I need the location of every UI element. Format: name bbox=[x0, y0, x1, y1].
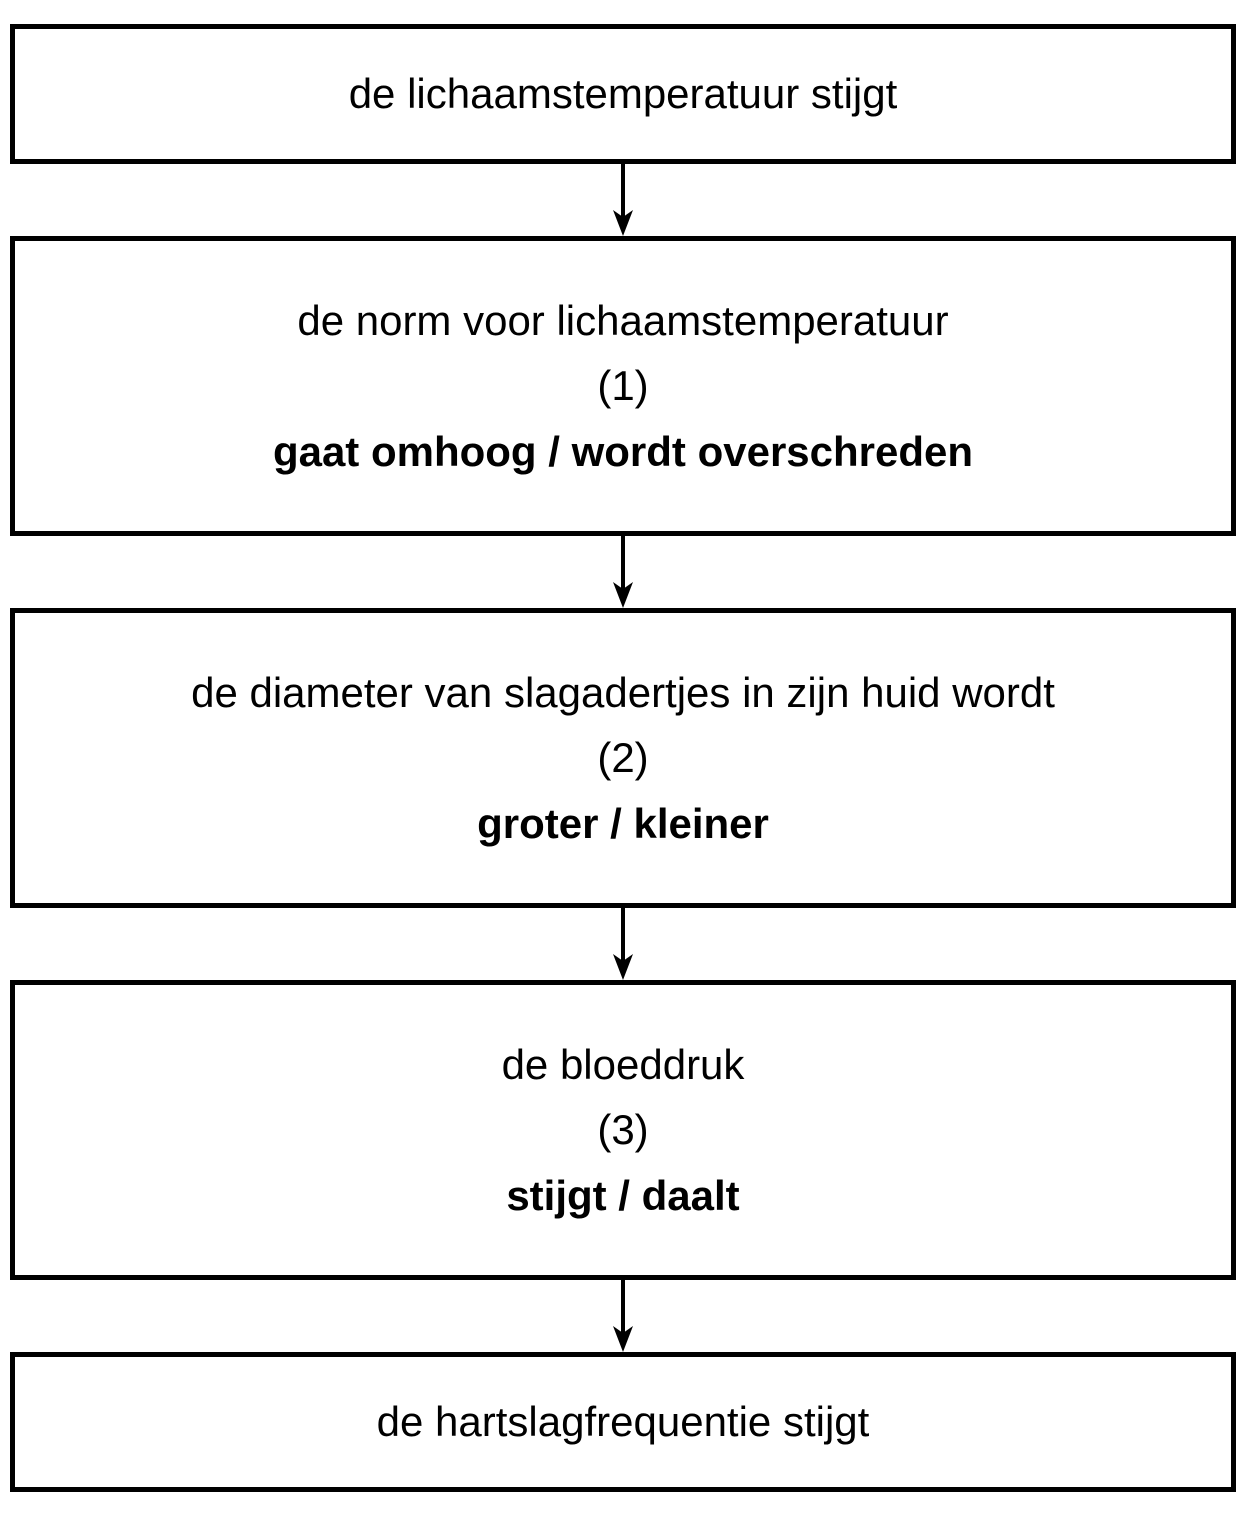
box-label: de hartslagfrequentie stijgt bbox=[376, 1398, 870, 1446]
box-answer-options: gaat omhoog / wordt overschreden bbox=[272, 427, 974, 475]
flow-box-norm-lichaamstemperatuur: de norm voor lichaamstemperatuur (1) gaa… bbox=[10, 236, 1236, 536]
down-arrow-icon bbox=[10, 908, 1236, 980]
box-number: (3) bbox=[597, 1106, 649, 1154]
box-label: de norm voor lichaamstemperatuur bbox=[297, 297, 949, 345]
flow-box-bloeddruk: de bloeddruk (3) stijgt / daalt bbox=[10, 980, 1236, 1280]
box-label: de bloeddruk bbox=[501, 1041, 745, 1089]
box-number: (2) bbox=[597, 734, 649, 782]
box-number: (1) bbox=[597, 362, 649, 410]
box-answer-options: stijgt / daalt bbox=[506, 1171, 740, 1219]
flow-box-diameter-slagadertjes: de diameter van slagadertjes in zijn hui… bbox=[10, 608, 1236, 908]
flow-box-lichaamstemperatuur: de lichaamstemperatuur stijgt bbox=[10, 24, 1236, 164]
down-arrow-icon bbox=[10, 164, 1236, 236]
box-label: de diameter van slagadertjes in zijn hui… bbox=[191, 669, 1055, 717]
down-arrow-icon bbox=[10, 1280, 1236, 1352]
box-answer-options: groter / kleiner bbox=[477, 799, 769, 847]
flow-box-hartslagfrequentie: de hartslagfrequentie stijgt bbox=[10, 1352, 1236, 1492]
box-label: de lichaamstemperatuur stijgt bbox=[348, 70, 898, 118]
down-arrow-icon bbox=[10, 536, 1236, 608]
